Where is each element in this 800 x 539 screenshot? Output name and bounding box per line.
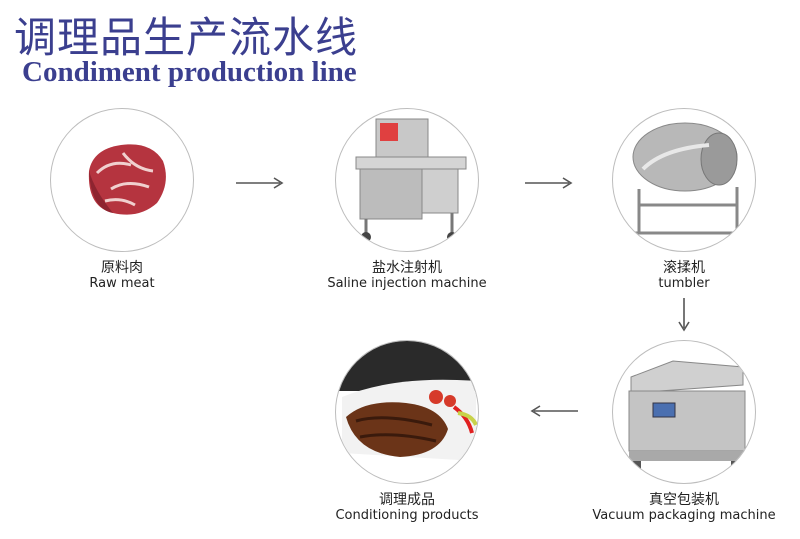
raw-meat-illustration bbox=[88, 144, 166, 215]
step-label-en: Conditioning products bbox=[335, 508, 479, 523]
page-title-en: Condiment production line bbox=[22, 56, 357, 88]
step-injection-machine: 盐水注射机 Saline injection machine bbox=[307, 108, 507, 292]
tumbler-image-circle bbox=[612, 108, 756, 252]
step-label-en: Saline injection machine bbox=[327, 276, 487, 291]
step-label-cn: 真空包装机 bbox=[649, 492, 719, 508]
vacuum-machine-illustration bbox=[628, 360, 746, 473]
step-label-en: Raw meat bbox=[89, 276, 155, 291]
step-label-cn: 盐水注射机 bbox=[372, 260, 442, 276]
steak-image-circle bbox=[335, 340, 479, 484]
step-label-cn: 原料肉 bbox=[101, 260, 143, 276]
arrow-right-icon bbox=[525, 177, 573, 189]
arrow-left-icon bbox=[530, 405, 578, 417]
step-label-cn: 滚揉机 bbox=[663, 260, 705, 276]
tumbler-illustration bbox=[632, 122, 743, 235]
injection-machine-illustration bbox=[355, 118, 467, 242]
step-label-en: tumbler bbox=[658, 276, 710, 291]
steak-illustration bbox=[336, 341, 478, 461]
page-title-cn: 调理品生产流水线 bbox=[14, 13, 359, 62]
arrow-right-icon bbox=[236, 177, 284, 189]
step-tumbler: 滚揉机 tumbler bbox=[584, 108, 784, 292]
vacuum-machine-image-circle bbox=[612, 340, 756, 484]
step-raw-meat: 原料肉 Raw meat bbox=[22, 108, 222, 292]
step-label-cn: 调理成品 bbox=[379, 492, 435, 508]
step-vacuum-machine: 真空包装机 Vacuum packaging machine bbox=[584, 340, 784, 524]
step-finished-product: 调理成品 Conditioning products bbox=[307, 340, 507, 524]
raw-meat-image-circle bbox=[50, 108, 194, 252]
arrow-down-icon bbox=[678, 298, 690, 332]
step-label-en: Vacuum packaging machine bbox=[592, 508, 776, 523]
injection-machine-image-circle bbox=[335, 108, 479, 252]
